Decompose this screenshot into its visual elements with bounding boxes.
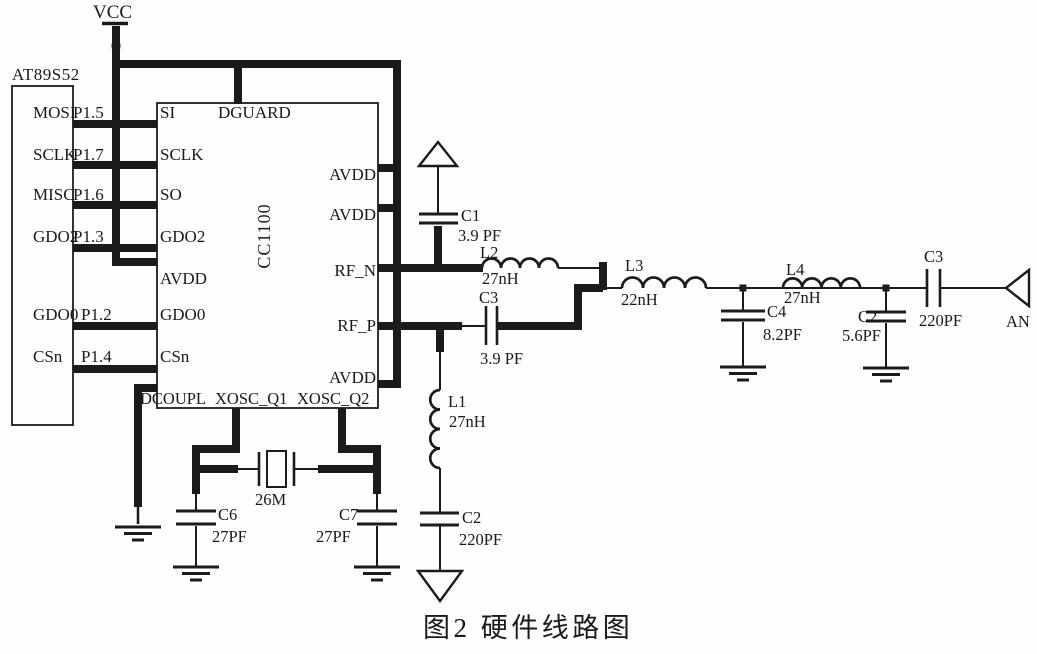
- chip-pin-xosc-q1: XOSC_Q1: [215, 389, 287, 408]
- xosc-q2-wire: [338, 408, 381, 494]
- mcu-pin-port: P1.4: [81, 347, 112, 366]
- inductor-l2: [480, 257, 560, 269]
- dcoupl-wire: [134, 384, 157, 507]
- node-c4: [739, 284, 747, 292]
- node-c2r: [882, 284, 890, 292]
- chip-pin-si: SI: [160, 103, 175, 122]
- chip-pin-sclk: SCLK: [160, 145, 204, 164]
- l2-ref: L2: [480, 243, 498, 262]
- mcu-pin-signal: MOSI: [33, 103, 76, 122]
- chip-name: CC1100: [254, 203, 274, 268]
- mcu-box: [11, 85, 74, 426]
- l3-ref: L3: [625, 256, 643, 275]
- c7-ref: C7: [339, 505, 358, 524]
- inductors: [428, 257, 862, 470]
- l4-ref: L4: [786, 260, 804, 279]
- vcc-bus-and-avdd-rail: [116, 60, 401, 388]
- c3a-ref: C3: [479, 288, 498, 307]
- ground-c6-icon: [173, 565, 219, 582]
- l2-value: 27nH: [482, 269, 519, 288]
- l1-value: 27nH: [449, 412, 486, 431]
- rfp-junction-wire: [498, 284, 603, 330]
- chip-pin-csn: CSn: [160, 347, 190, 366]
- chip-pin-dcoupl: DCOUPL: [140, 389, 206, 408]
- chip-pin-avdd2: AVDD: [329, 205, 376, 224]
- c2b-ref: C2: [462, 508, 481, 527]
- figure-caption: 图2 硬件线路图: [423, 613, 633, 643]
- xosc-q1-wire: [192, 408, 240, 494]
- inductor-l4: [781, 277, 862, 289]
- chip-pin-gdo2: GDO2: [160, 227, 205, 246]
- c6-value: 27PF: [212, 527, 247, 546]
- chip-pin-so: SO: [160, 185, 182, 204]
- chip-pin-rfn: RF_N: [334, 261, 376, 280]
- ground-c2r-icon: [863, 366, 909, 383]
- chip-pin-avdd3: AVDD: [329, 368, 376, 387]
- vcc-label: VCC: [93, 2, 132, 23]
- vcc-arrow-icon: [416, 140, 460, 168]
- c4-ref: C4: [767, 302, 786, 321]
- ground-dcoupl-icon: [115, 525, 161, 542]
- chip-pin-rfp: RF_P: [337, 316, 376, 335]
- xtal-value: 26M: [255, 490, 287, 509]
- mcu-pin-signal: GDO0: [33, 305, 78, 324]
- ground-c7-icon: [354, 565, 400, 582]
- c2r-value: 5.6PF: [842, 326, 881, 345]
- ground-c4-icon: [720, 365, 766, 382]
- c2r-ref: C2: [858, 307, 877, 326]
- mcu-pin-port: P1.7: [73, 145, 104, 164]
- mcu-pin-port: P1.2: [81, 305, 112, 324]
- mcu-pin-signal: MISC: [33, 185, 75, 204]
- chip-pin-xosc-q2: XOSC_Q2: [297, 389, 369, 408]
- vcc-wire-blob: [111, 39, 121, 53]
- c3b-ref: C3: [924, 247, 943, 266]
- ground-symbols: [115, 365, 909, 582]
- mcu-pin-port: P1.6: [73, 185, 104, 204]
- mcu-name: AT89S52: [12, 65, 80, 84]
- mcu-pin-signal: CSn: [33, 347, 63, 366]
- c1-ref: C1: [461, 206, 480, 225]
- l1-ref: L1: [448, 392, 466, 411]
- inductor-l3: [620, 276, 708, 289]
- c1-value: 3.9 PF: [458, 226, 501, 245]
- mcu-pin-signal: SCLK: [33, 145, 77, 164]
- mcu-pin-port: P1.3: [73, 227, 104, 246]
- chip-pin-avdd-left: AVDD: [160, 269, 207, 288]
- chip-box: [156, 102, 379, 409]
- l3-value: 22nH: [621, 290, 658, 309]
- l4-value: 27nH: [784, 288, 821, 307]
- crystal: [257, 450, 296, 488]
- chip-pin-avdd1: AVDD: [329, 165, 376, 184]
- inductor-l1: [428, 388, 441, 470]
- crystal-body: [266, 450, 287, 488]
- c4-value: 8.2PF: [763, 325, 802, 344]
- c7-value: 27PF: [316, 527, 351, 546]
- ground-triangle-icon: [415, 569, 465, 604]
- antenna-label: AN: [1006, 312, 1030, 331]
- c2b-value: 220PF: [459, 530, 502, 549]
- capacitors: [176, 212, 942, 527]
- vcc-wire: [112, 26, 157, 266]
- mcu-pin-signal: GDO2: [33, 227, 78, 246]
- c6-ref: C6: [218, 505, 237, 524]
- c3b-value: 220PF: [919, 311, 962, 330]
- thick-wires: [73, 26, 607, 507]
- c3a-value: 3.9 PF: [480, 349, 523, 368]
- chip-pin-gdo0: GDO0: [160, 305, 205, 324]
- chip-pin-dguard: DGUARD: [218, 103, 291, 122]
- mcu-pin-port: P1.5: [73, 103, 104, 122]
- antenna-icon: [1004, 267, 1031, 309]
